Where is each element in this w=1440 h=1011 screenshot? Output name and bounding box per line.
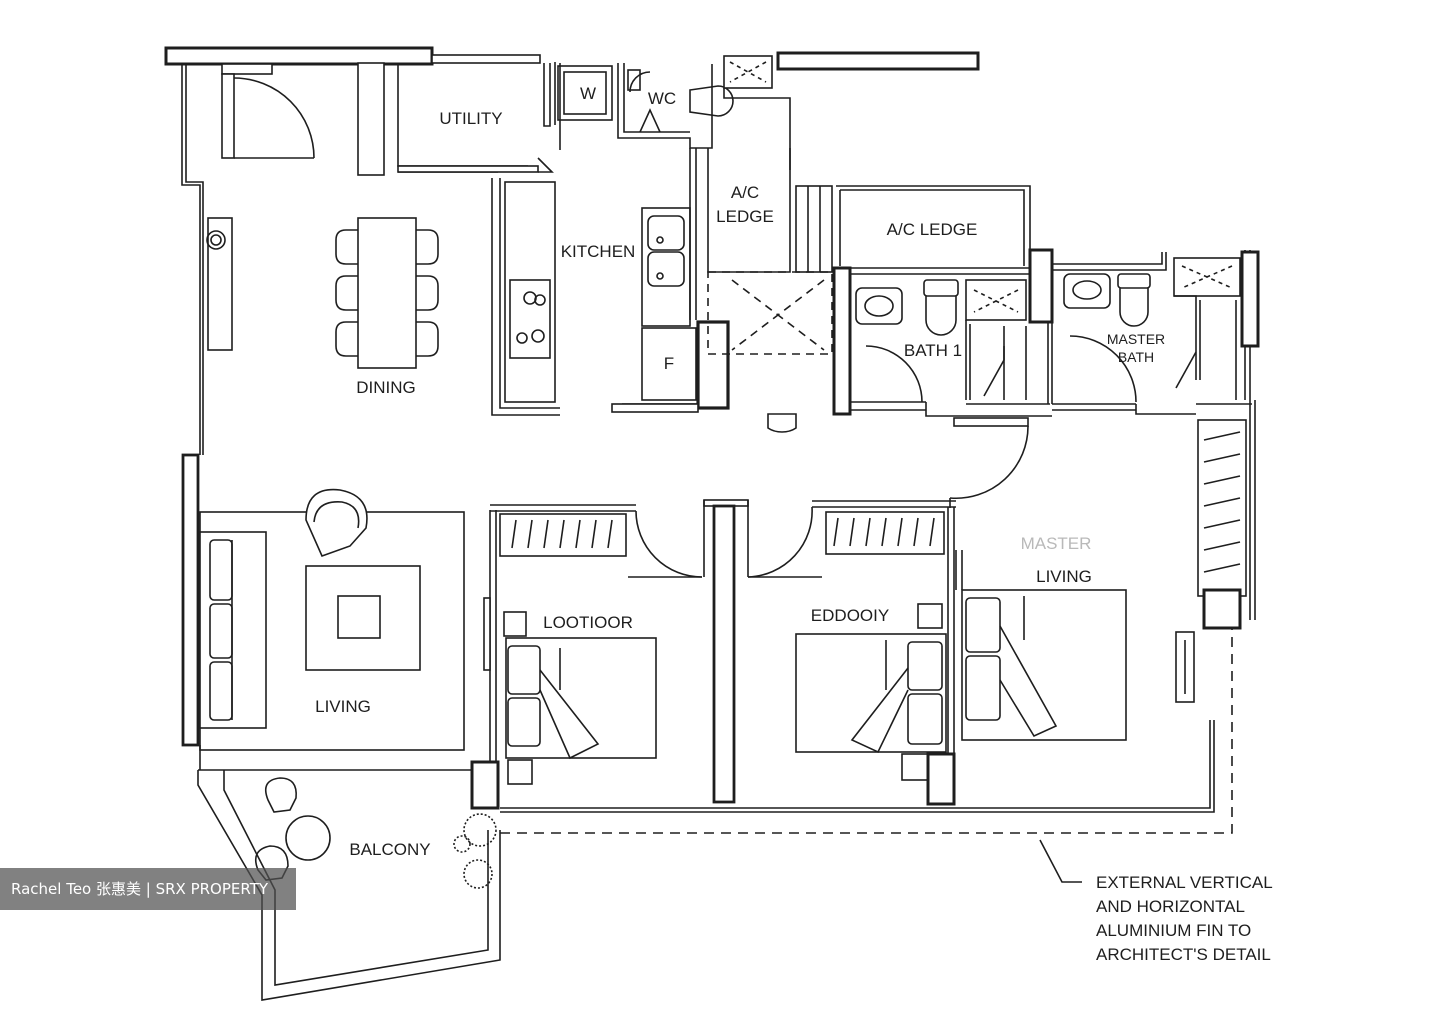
outer-walls	[181, 64, 1256, 1001]
wc-area	[557, 55, 791, 170]
note-line-1: EXTERNAL VERTICAL	[1096, 873, 1273, 892]
ac-ledges	[707, 148, 1031, 355]
watermark: Rachel Teo 张惠美 | SRX PROPERTY	[0, 868, 296, 910]
bedroom-divider	[703, 499, 749, 804]
label-master-living-top: MASTER	[1021, 534, 1092, 553]
label-bedroom-2: LOOTIOOR	[543, 613, 633, 632]
label-fridge: F	[664, 354, 674, 373]
label-ac-ledge-1-top: A/C	[731, 183, 759, 202]
corridor-door	[949, 417, 1029, 500]
label-ac-ledge-1-bottom: LEDGE	[716, 207, 774, 226]
label-dining: DINING	[356, 378, 416, 397]
kitchen-walls	[491, 62, 561, 416]
label-balcony: BALCONY	[349, 840, 430, 859]
kitchen-fixtures	[611, 148, 797, 433]
label-living: LIVING	[315, 697, 371, 716]
note-line-3: ALUMINIUM FIN TO	[1096, 921, 1251, 940]
note-line-2: AND HORIZONTAL	[1096, 897, 1245, 916]
master-bedroom	[949, 419, 1247, 741]
label-master-living-bottom: LIVING	[1036, 567, 1092, 586]
label-wc: WC	[648, 89, 676, 108]
note-line-4: ARCHITECT'S DETAIL	[1096, 945, 1271, 964]
living-area	[199, 488, 465, 751]
label-bath-1: BATH 1	[904, 341, 962, 360]
label-washer: W	[580, 84, 596, 103]
label-master-bath-top: MASTER	[1107, 331, 1165, 347]
label-ac-ledge-2: A/C LEDGE	[887, 220, 978, 239]
label-bedroom-3: EDDOOIY	[811, 606, 889, 625]
label-kitchen: KITCHEN	[561, 242, 636, 261]
master-bath	[1028, 248, 1260, 415]
dining-area	[206, 217, 439, 369]
utility-room	[357, 62, 554, 176]
bath-1	[832, 266, 1052, 417]
note-leader	[1039, 839, 1082, 883]
balcony-furniture	[254, 777, 497, 889]
top-walls	[164, 46, 980, 75]
entrance-door	[221, 73, 315, 159]
bedroom-3	[747, 500, 956, 806]
label-utility: UTILITY	[439, 109, 502, 128]
bedroom-2	[470, 504, 703, 810]
label-master-bath-bottom: BATH	[1118, 349, 1154, 365]
